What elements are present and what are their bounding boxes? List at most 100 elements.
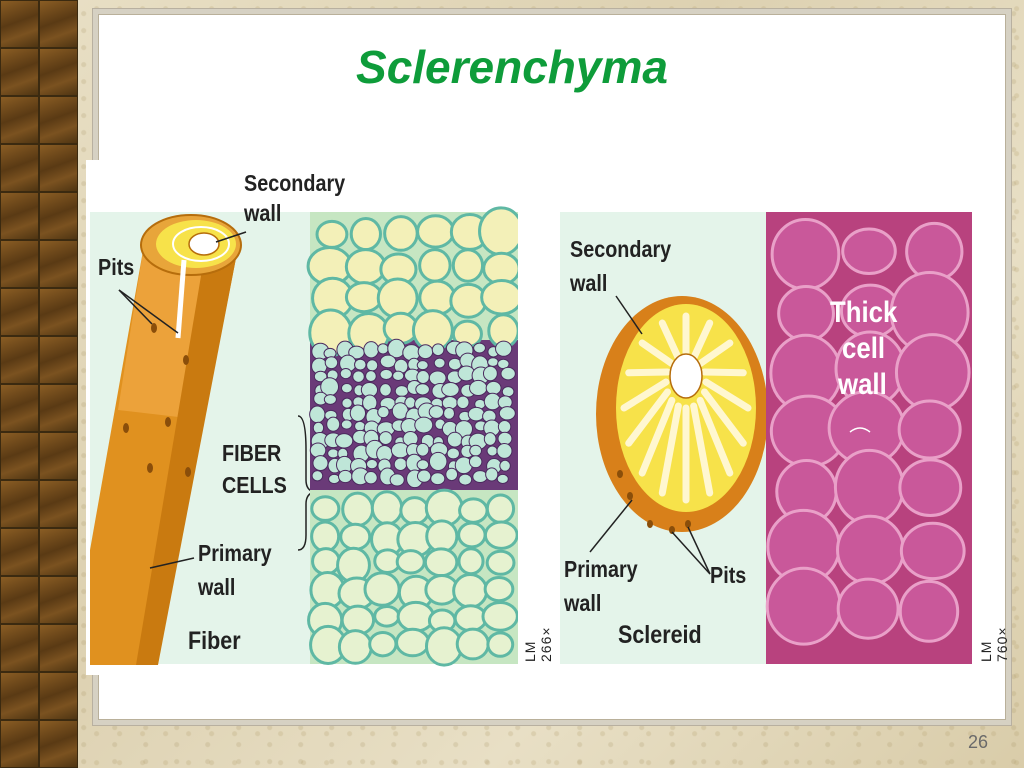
micrograph-cell	[473, 342, 486, 354]
micrograph-cell	[311, 470, 324, 482]
strip-tile	[0, 336, 39, 384]
strip-tile	[0, 240, 39, 288]
micrograph-cell	[363, 571, 401, 607]
label-sclereid-primary-wall-line1: Primary	[564, 556, 638, 582]
micrograph-cell	[425, 519, 459, 554]
micrograph-cell	[451, 248, 485, 283]
label-sclereid-secondary-wall-line2: wall	[570, 270, 608, 296]
strip-tile	[39, 528, 78, 576]
micrograph-cell	[311, 547, 341, 576]
micrograph-cell	[309, 405, 326, 424]
micrograph-cell	[417, 344, 434, 360]
pit-canal	[638, 339, 676, 368]
sclereid-illustration	[560, 212, 972, 664]
micrograph-cell	[323, 394, 337, 405]
label-pits: Pits	[98, 254, 135, 280]
micrograph-cell	[363, 341, 380, 359]
micrograph-cell	[446, 447, 460, 460]
micrograph-cell	[423, 547, 459, 578]
micrograph-cell	[433, 357, 446, 369]
pit-canal	[638, 396, 676, 477]
label-primary-wall-line1: Primary	[198, 540, 272, 566]
micrograph-cell	[312, 421, 325, 435]
strip-tile	[0, 480, 39, 528]
micrograph-cell	[349, 404, 367, 422]
strip-tile	[39, 192, 78, 240]
micrograph-cell	[418, 248, 452, 283]
strip-tile	[0, 576, 39, 624]
micrograph-cell	[354, 420, 366, 432]
micrograph-cell	[485, 493, 516, 524]
pit-canal	[696, 396, 734, 477]
micrograph-cell	[327, 448, 340, 459]
strip-tile	[39, 336, 78, 384]
micrograph-cell	[377, 406, 390, 419]
pit-canal	[625, 388, 672, 447]
label-sclereid-secondary-wall-line1: Secondary	[570, 236, 672, 262]
caption-sclereid: Sclereid	[618, 621, 702, 649]
micrograph-cell	[370, 490, 404, 526]
micrograph-cell	[897, 399, 962, 460]
micrograph-cell	[411, 309, 454, 352]
micrograph-cell	[496, 442, 513, 459]
strip-tile	[39, 480, 78, 528]
micrograph-cell	[486, 631, 515, 658]
pit-canal	[620, 378, 670, 412]
micrograph-cell	[310, 520, 341, 553]
micrograph-cell	[389, 473, 405, 487]
micrograph-cell	[339, 522, 372, 551]
micrograph-cell	[428, 451, 448, 471]
strip-tile	[0, 48, 39, 96]
micrograph-cell	[456, 395, 470, 410]
micrograph-cell	[416, 360, 429, 371]
slide-number: 26	[967, 732, 988, 752]
micrograph-cell	[394, 385, 409, 398]
pit-canal	[690, 402, 714, 497]
strip-tile	[39, 144, 78, 192]
micrograph-cell	[344, 248, 387, 286]
micrograph-cell	[365, 370, 377, 383]
micrograph-cell	[501, 386, 515, 398]
micrograph-cell	[495, 340, 513, 357]
micrograph-cell	[349, 216, 382, 252]
pit-canal	[625, 368, 672, 377]
micrograph-cell	[364, 471, 378, 485]
micrograph-cell	[499, 459, 511, 472]
micrograph-cell	[485, 467, 499, 482]
micrograph-cell	[472, 470, 488, 484]
micrograph-cell	[338, 469, 353, 484]
pit-canal	[658, 402, 682, 497]
strip-tile	[0, 288, 39, 336]
strip-tile	[0, 432, 39, 480]
micrograph-cell	[485, 380, 502, 395]
micrograph-cell	[341, 397, 353, 409]
strip-tile	[0, 0, 39, 48]
micrograph-cell	[898, 579, 960, 643]
micrograph-cell	[446, 431, 463, 448]
micrograph-cell	[310, 495, 341, 522]
micrograph-cell	[396, 600, 435, 633]
micrograph-cell	[430, 472, 446, 486]
micrograph-cell	[486, 445, 498, 457]
micrograph-cell	[428, 370, 447, 386]
micrograph-cell	[469, 379, 488, 397]
strip-tile	[0, 624, 39, 672]
micrograph-cell	[487, 357, 499, 367]
strip-tile	[0, 528, 39, 576]
pit-canal	[700, 388, 747, 447]
micrograph-cell	[416, 469, 432, 483]
strip-tile	[39, 240, 78, 288]
micrograph-cell	[376, 277, 419, 320]
strip-tile	[39, 0, 78, 48]
micrograph-cell	[341, 491, 375, 528]
label-primary-wall-line2: wall	[198, 574, 236, 600]
micrograph-cell	[898, 458, 963, 517]
caption-fiber: Fiber	[188, 627, 241, 655]
strip-tile	[39, 384, 78, 432]
micrograph-cell	[496, 473, 509, 484]
micrograph-cell	[458, 497, 489, 524]
micrograph-cell	[337, 629, 373, 665]
micrograph-cell	[469, 444, 483, 457]
micrograph-cell	[455, 627, 490, 661]
micrograph-cell	[379, 354, 397, 369]
